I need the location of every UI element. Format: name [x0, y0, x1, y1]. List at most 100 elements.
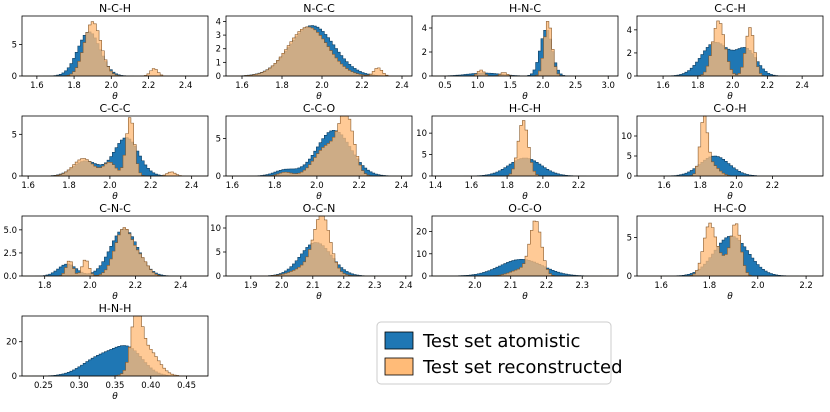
y-tick-label: 5 — [216, 248, 221, 258]
x-tick-label: 1.8 — [500, 181, 514, 191]
x-tick-label: 2.2 — [761, 81, 775, 91]
x-tick-label: 1.8 — [703, 281, 717, 291]
x-tick-label: 2.0 — [468, 281, 482, 291]
x-tick-label: 3.0 — [601, 81, 615, 91]
x-tick-label: 2.4 — [179, 81, 193, 91]
y-tick-label: 20 — [6, 338, 17, 348]
x-tick-label: 2.0 — [536, 181, 550, 191]
subplot-title: C-C-O — [303, 102, 336, 115]
x-tick-label: 2.0 — [730, 181, 744, 191]
y-tick-label: 0 — [422, 272, 427, 282]
y-tick-label: 0 — [12, 172, 17, 182]
hist-reconstructed — [225, 26, 412, 77]
x-tick-label: 1.8 — [693, 181, 707, 191]
hist-reconstructed — [22, 21, 208, 77]
hist-reconstructed — [432, 120, 618, 177]
x-axis-label: θ — [727, 192, 733, 202]
x-tick-label: 2.0 — [536, 81, 550, 91]
hist-reconstructed — [432, 220, 618, 277]
x-axis-label: θ — [112, 192, 118, 202]
x-tick-label: 1.6 — [657, 181, 671, 191]
x-tick-label: 1.6 — [235, 81, 249, 91]
x-tick-label: 2.3 — [368, 281, 382, 291]
x-tick-label: 2.4 — [399, 281, 413, 291]
x-tick-label: 2.4 — [185, 181, 199, 191]
hist-atomistic — [22, 345, 208, 377]
x-axis-label: θ — [727, 92, 733, 102]
x-tick-label: 2.1 — [504, 281, 518, 291]
x-tick-label: 2.4 — [395, 181, 409, 191]
y-tick-label: 0 — [627, 272, 632, 282]
axes-frame — [636, 115, 824, 177]
y-tick-label: 0 — [422, 172, 427, 182]
hist-reconstructed — [226, 215, 412, 277]
axes-frame — [431, 115, 619, 177]
y-tick-label: 5 — [627, 152, 632, 162]
y-tick-label: 0 — [422, 72, 427, 82]
subplot-title: N-C-H — [99, 2, 131, 15]
x-tick-label: 2.4 — [795, 81, 809, 91]
y-tick-label: 2.5 — [3, 249, 17, 259]
x-axis-label: θ — [316, 292, 322, 302]
legend-frame — [376, 321, 612, 385]
x-tick-label: 2.4 — [395, 81, 409, 91]
x-tick-label: 1.6 — [21, 181, 35, 191]
subplot-title: C-O-H — [713, 102, 746, 115]
legend-swatch-reconstructed — [384, 357, 414, 376]
x-tick-label: 2.2 — [540, 281, 554, 291]
x-tick-label: 1.8 — [62, 181, 76, 191]
y-tick-label: 5.0 — [3, 226, 17, 236]
x-tick-label: 1.8 — [67, 81, 81, 91]
y-tick-label: 10 — [416, 250, 427, 260]
hist-reconstructed — [637, 20, 823, 77]
x-tick-label: 1.9 — [244, 281, 258, 291]
x-tick-label: 1.8 — [275, 81, 289, 91]
x-axis-label: θ — [112, 92, 118, 102]
hist-reconstructed — [637, 222, 823, 277]
x-tick-label: 1.8 — [691, 81, 705, 91]
y-tick-label: 4 — [627, 26, 632, 36]
subplot-grid: N-C-H 1.6 1.8 2.0 2.2 2.4 0 5 θ N-C-C 1.6 1.8 2.0 2.2… — [3, 2, 824, 402]
x-tick-label: 0.5 — [438, 81, 452, 91]
axes-frame — [636, 15, 824, 77]
axes-frame — [431, 215, 619, 277]
axes-frame — [225, 115, 413, 177]
x-tick-label: 2.0 — [103, 181, 117, 191]
axes-frame — [225, 15, 413, 77]
subplot-title: N-C-C — [303, 2, 335, 15]
x-tick-label: 2.2 — [142, 81, 156, 91]
x-tick-label: 1.6 — [226, 181, 240, 191]
x-tick-label: 2.0 — [315, 81, 329, 91]
x-tick-label: 2.2 — [766, 181, 780, 191]
y-tick-label: 2 — [627, 49, 632, 59]
y-tick-label: 5 — [422, 151, 427, 161]
x-axis-label: θ — [522, 292, 528, 302]
x-tick-label: 1.6 — [30, 81, 44, 91]
y-tick-label: 0 — [627, 72, 632, 82]
x-tick-label: 1.8 — [268, 181, 282, 191]
x-tick-label: 2.2 — [352, 181, 366, 191]
x-tick-label: 2.2 — [129, 281, 143, 291]
x-tick-label: 2.2 — [572, 181, 586, 191]
x-axis-label: θ — [112, 292, 118, 302]
y-tick-label: 0 — [12, 372, 17, 382]
subplot-title: H-C-O — [714, 202, 747, 215]
x-tick-label: 1.5 — [504, 81, 518, 91]
y-tick-label: 0 — [216, 272, 221, 282]
x-axis-label: θ — [316, 192, 322, 202]
subplot-title: H-N-C — [509, 2, 541, 15]
hist-reconstructed — [22, 227, 208, 277]
hist-reconstructed — [22, 117, 208, 177]
